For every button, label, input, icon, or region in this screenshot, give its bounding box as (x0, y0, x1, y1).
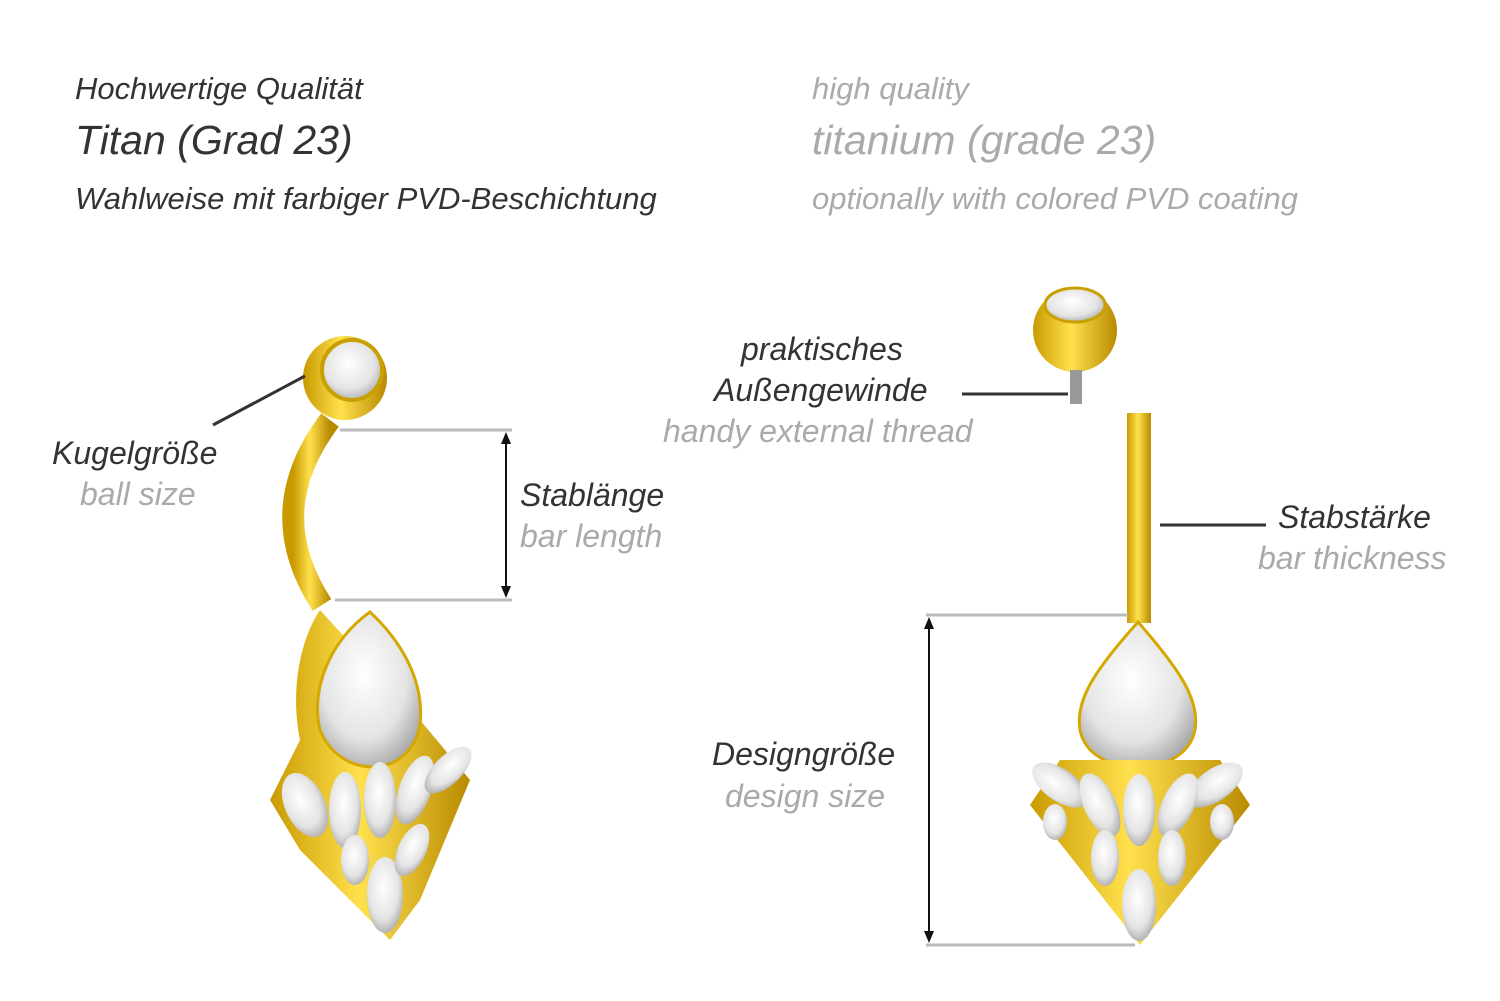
bar-thickness-en: bar thickness (1258, 540, 1447, 576)
thread-pin (1070, 370, 1082, 404)
ball-size-de: Kugelgröße (52, 435, 218, 471)
quality-en: high quality (812, 71, 969, 106)
bar-length-en: bar length (520, 518, 663, 554)
belly-piercing-exploded (1030, 286, 1250, 945)
material-de: Titan (Grad 23) (75, 117, 353, 163)
bar-length-de: Stablänge (520, 477, 665, 513)
belly-piercing-assembled (270, 336, 472, 940)
ball-size-en: ball size (80, 476, 196, 512)
design-size-en: design size (725, 778, 886, 814)
thread-de-line1: praktisches (741, 331, 903, 367)
coating-de: Wahlweise mit farbiger PVD-Beschichtung (75, 181, 657, 216)
bar-length-arrow (501, 432, 511, 598)
coating-en: optionally with colored PVD coating (812, 181, 1298, 216)
design-size-arrow (924, 617, 934, 943)
quality-de: Hochwertige Qualität (75, 71, 363, 106)
material-en: titanium (grade 23) (812, 117, 1157, 163)
thread-de-line2: Außengewinde (714, 372, 928, 408)
design-size-de: Designgröße (712, 736, 896, 772)
ball-size-pointer (212, 374, 306, 427)
bar-thickness-de: Stabstärke (1278, 499, 1431, 535)
thread-en: handy external thread (663, 413, 973, 449)
